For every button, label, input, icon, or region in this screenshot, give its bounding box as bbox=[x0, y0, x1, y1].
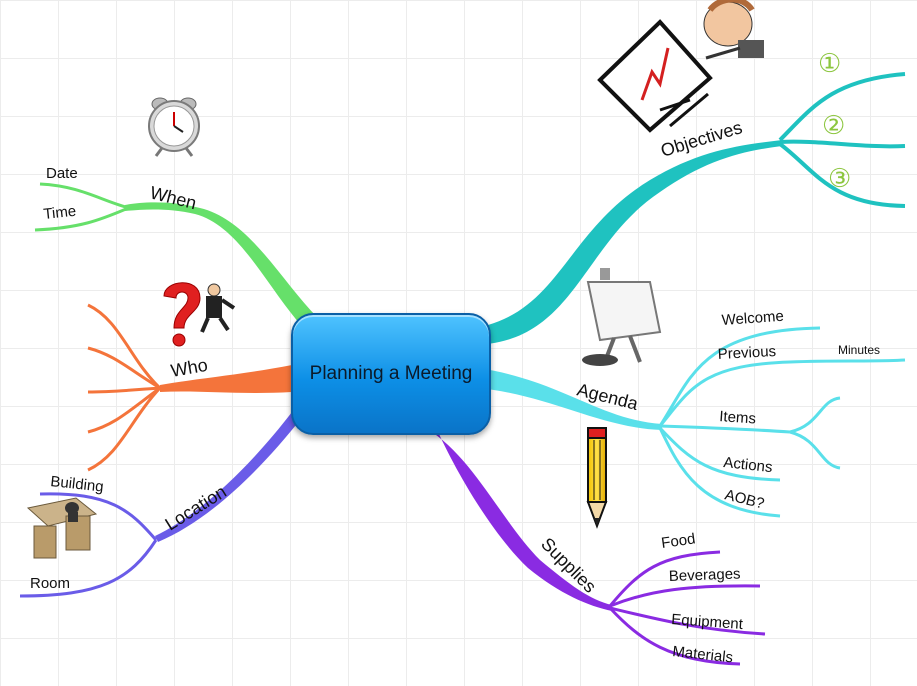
central-topic-label: Planning a Meeting bbox=[309, 363, 473, 384]
question-mark-person-icon bbox=[163, 282, 236, 347]
objective-2: ② bbox=[822, 111, 845, 141]
branch-location-stem bbox=[155, 412, 300, 542]
presenter-chart-icon bbox=[597, 0, 764, 133]
branch-supplies-stem bbox=[420, 425, 612, 611]
branch-when[interactable]: When Date Time bbox=[34, 165, 318, 330]
when-time: Time bbox=[43, 203, 77, 223]
branch-objectives-stem bbox=[462, 140, 782, 345]
objective-1: ① bbox=[818, 49, 841, 79]
agenda-previous: Previous bbox=[717, 343, 776, 363]
agenda-previous-minutes: Minutes bbox=[838, 343, 880, 357]
office-desk-icon bbox=[26, 497, 98, 559]
objective-3: ③ bbox=[828, 164, 851, 194]
location-building: Building bbox=[50, 473, 105, 495]
branch-location-label: Location bbox=[162, 481, 230, 534]
supplies-materials: Materials bbox=[672, 643, 734, 666]
agenda-items: Items bbox=[719, 408, 757, 428]
branch-agenda[interactable]: Agenda Welcome Previous Minutes Items Ac… bbox=[478, 308, 906, 518]
supplies-beverages: Beverages bbox=[669, 566, 741, 585]
pencil-icon bbox=[586, 427, 608, 529]
branch-who-stem bbox=[160, 365, 292, 393]
central-topic[interactable]: Planning a Meeting bbox=[291, 313, 491, 435]
flipchart-icon bbox=[582, 268, 662, 366]
supplies-food: Food bbox=[660, 530, 696, 552]
branch-who[interactable]: Who bbox=[87, 303, 292, 472]
when-date: Date bbox=[46, 165, 78, 182]
branch-agenda-stem bbox=[478, 368, 662, 430]
supplies-equipment: Equipment bbox=[671, 611, 745, 633]
alarm-clock-icon bbox=[148, 97, 200, 157]
agenda-actions: Actions bbox=[723, 454, 774, 476]
branch-who-label: Who bbox=[169, 355, 209, 381]
location-room: Room bbox=[30, 575, 70, 592]
agenda-welcome: Welcome bbox=[721, 308, 784, 329]
